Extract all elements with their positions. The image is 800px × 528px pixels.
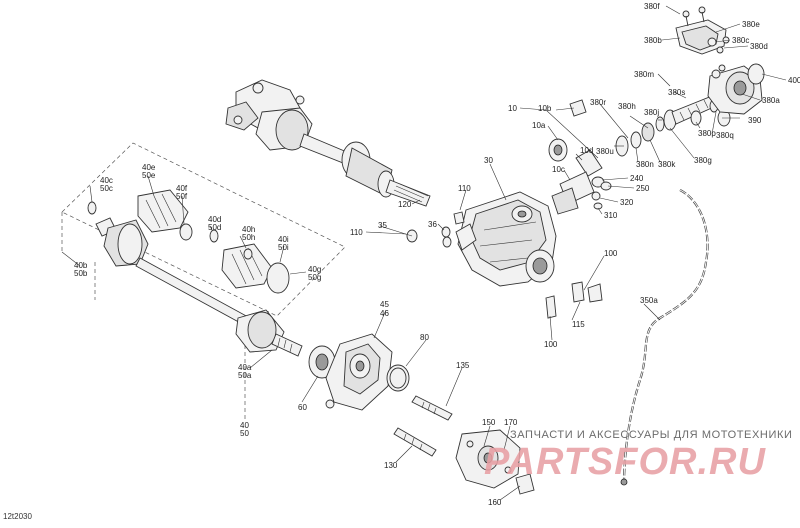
upper-drive-shaft [225,79,431,207]
callout-380d: 380d [750,42,768,51]
callout-10b: 10b [538,104,552,113]
callout-380h: 380h [618,102,636,111]
callout-380e: 380e [742,20,760,29]
callout-380s: 380s [668,88,685,97]
callout-40g: 40g [308,265,321,274]
callout-50e: 50e [142,171,156,180]
callout-110-upper: 110 [458,184,471,193]
output-shaft-stack [615,95,731,157]
callout-380p: 380p [698,129,716,138]
callout-380r: 380r [590,98,606,107]
callout-170: 170 [504,418,518,427]
callout-10: 10 [508,104,517,113]
callout-10a: 10a [532,121,546,130]
callout-40d: 40d [208,215,221,224]
callout-390: 390 [748,116,762,125]
callout-40h: 40h [242,225,255,234]
callout-50c: 50c [100,184,113,193]
callout-150: 150 [482,418,496,427]
callout-40a: 40a [238,363,252,372]
callout-380b: 380b [644,36,662,45]
callout-50g: 50g [308,273,321,282]
watermark-logo: PARTSFOR.RU [484,441,766,483]
callout-50d: 50d [208,223,221,232]
callout-380k: 380k [658,160,676,169]
right-end-housing [707,63,765,115]
callout-135: 135 [456,361,470,370]
callout-380f: 380f [644,2,660,11]
leader-lines [61,5,787,501]
callout-60: 60 [298,403,307,412]
callout-120: 120 [398,200,412,209]
callout-36: 36 [428,220,437,229]
callout-45: 45 [380,300,389,309]
callout-380u: 380u [596,147,614,156]
callout-240: 240 [630,174,644,183]
callout-50: 50 [240,429,249,438]
callout-35: 35 [378,221,387,230]
housing-hardware [406,211,603,319]
callout-50h: 50h [242,233,255,242]
knuckle-carrier [308,333,410,411]
callout-40e: 40e [142,163,156,172]
watermark: ЗАПЧАСТИ И АКСЕССУАРЫ ДЛЯ МОТОТЕХНИКИ PA… [484,429,792,483]
watermark-caption: ЗАПЧАСТИ И АКСЕССУАРЫ ДЛЯ МОТОТЕХНИКИ [510,429,792,441]
callout-50i: 50i [278,243,289,252]
callout-250: 250 [636,184,650,193]
callout-380c: 380c [732,36,749,45]
callout-380n: 380n [636,160,654,169]
callout-350a: 350a [640,296,658,305]
callout-130: 130 [384,461,398,470]
callout-40b: 40b [74,261,88,270]
callout-40i: 40i [278,235,289,244]
callout-160: 160 [488,498,502,507]
top-actuator [675,6,730,55]
callout-46: 46 [380,309,389,318]
callout-310: 310 [604,211,618,220]
callout-50f: 50f [176,192,188,201]
gearbox-housing [455,191,557,287]
bolts [393,395,453,457]
diagram-reference-code: 12t2030 [3,512,32,521]
breather-hose [620,189,709,486]
callout-380j: 380j [644,108,659,117]
callout-10c: 10c [552,165,565,174]
callout-400: 400 [788,76,800,85]
callout-40f: 40f [176,184,188,193]
callout-30: 30 [484,156,493,165]
callout-100-lower: 100 [544,340,558,349]
callout-380q: 380q [716,131,734,140]
callout-80: 80 [420,333,429,342]
callout-380m: 380m [634,70,654,79]
callout-50b: 50b [74,269,88,278]
callout-380a: 380a [762,96,780,105]
boot-kit-group-outline [61,142,346,420]
callout-labels: 380f 380e 380b 380c 380d 380m 400 380s 3… [74,2,800,507]
callout-40: 40 [240,421,249,430]
callout-115: 115 [572,320,585,329]
u-joint-assembly [548,99,612,215]
callout-100-right: 100 [604,249,618,258]
callout-110-lower: 110 [350,228,363,237]
callout-50a: 50a [238,371,252,380]
half-shaft-kit [87,189,303,357]
callout-10d: 10d [580,146,593,155]
callout-40c: 40c [100,176,113,185]
callout-320: 320 [620,198,634,207]
mount-bracket [455,429,535,495]
callout-380g: 380g [694,156,712,165]
